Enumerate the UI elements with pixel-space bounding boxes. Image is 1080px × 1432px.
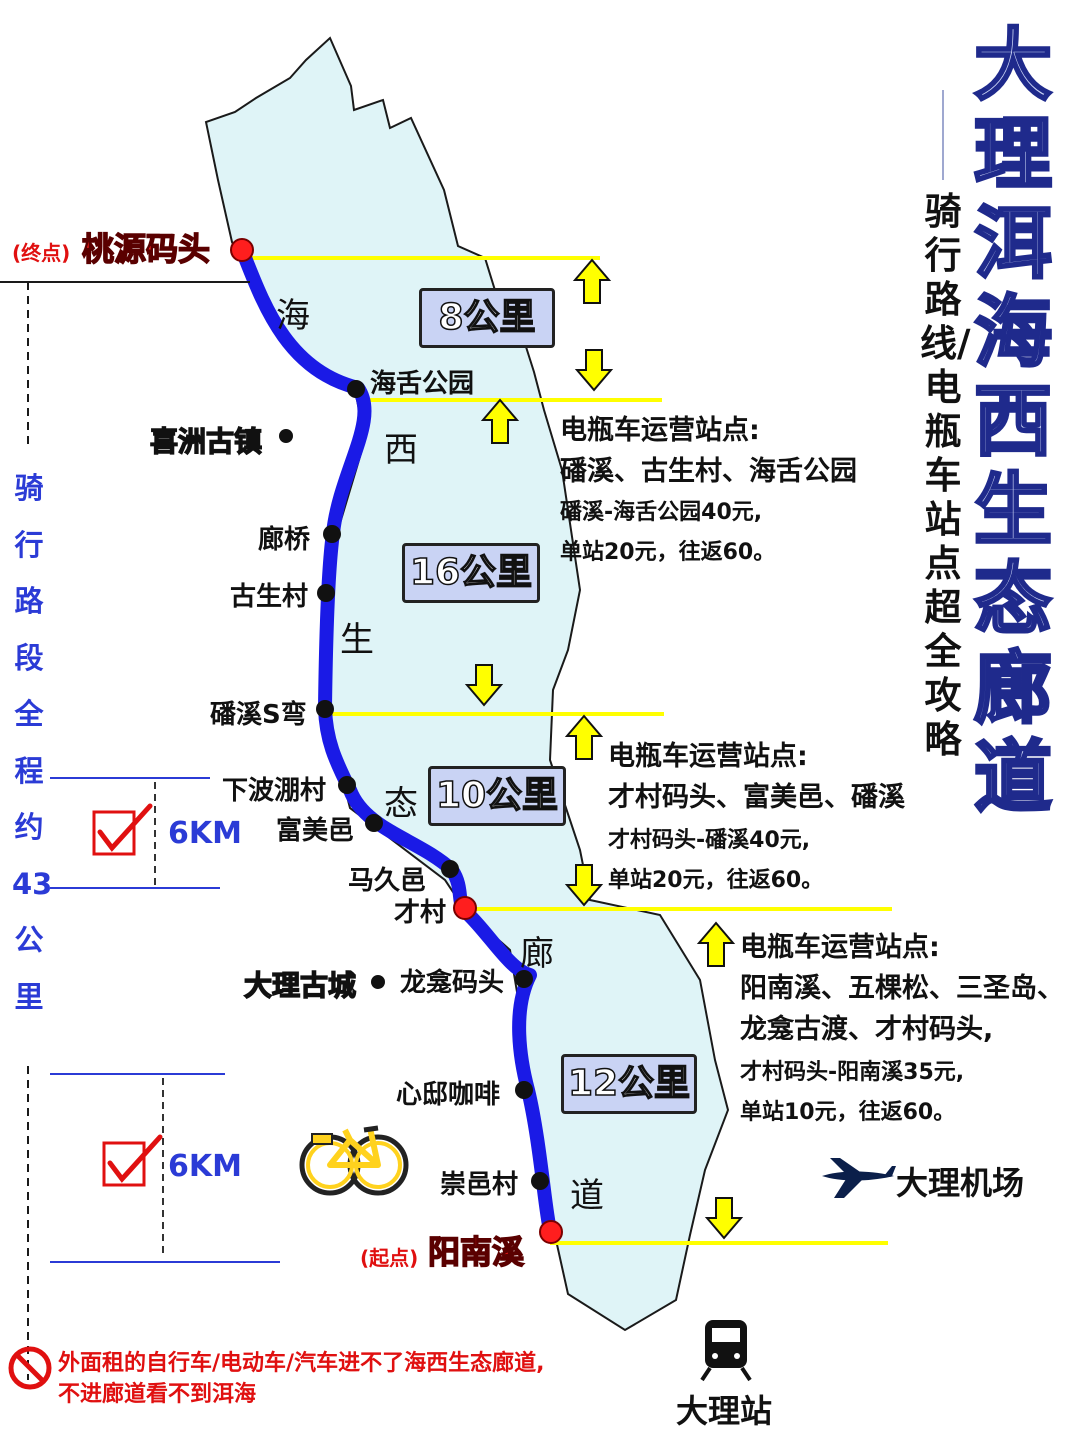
dot-xiabo (338, 776, 356, 794)
segment-guide-lines (242, 256, 892, 1245)
km-mark: 6KM (168, 816, 242, 851)
start-point-name: 阳南溪 (427, 1232, 525, 1271)
airplane-icon (822, 1158, 896, 1198)
arrow-down-icon (464, 664, 504, 707)
arrow-up-icon (564, 714, 604, 760)
bicycle-icon (299, 1125, 409, 1196)
dot-longkan (515, 970, 533, 988)
page-subtitle: 骑行路线/电瓶车站点超全攻略 (920, 190, 971, 761)
corridor-char: 态 (384, 784, 418, 824)
info-price: 磻溪-海舌公园40元, (560, 500, 763, 525)
landmark-station: 大理站 (676, 1392, 773, 1430)
dot-taoyuan (230, 238, 254, 262)
distance-badge: 12公里 (561, 1054, 697, 1114)
dot-majiuyi (441, 860, 459, 878)
landmark-xizhou: 喜洲古镇 (149, 424, 263, 458)
stop-chongyi: 崇邑村 (440, 1170, 519, 1200)
warning-line-2: 不进廊道看不到洱海 (58, 1382, 257, 1407)
dot-xindi (515, 1081, 533, 1099)
arrow-up-icon (696, 921, 736, 967)
check-icon (92, 803, 153, 856)
landmark-gucheng: 大理古城 (243, 968, 357, 1002)
corridor-char: 道 (570, 1176, 604, 1216)
info-note: 单站10元，往返60。 (740, 1100, 956, 1125)
end-point-name: 桃源码头 (81, 229, 211, 268)
info-price: 才村码头-磻溪40元, (608, 828, 811, 853)
side-brackets (0, 281, 250, 1380)
endpoint-dots (230, 238, 563, 1244)
dot-gusheng (317, 584, 335, 602)
km-brackets (50, 777, 280, 1263)
dot-xizhou (279, 429, 293, 443)
warning-line-1: 外面租的自行车/电动车/汽车进不了海西生态廊道, (58, 1351, 545, 1376)
info-price: 才村码头-阳南溪35元, (740, 1060, 965, 1085)
info-stations: 才村码头、富美邑、磻溪 (608, 782, 905, 813)
dot-fumeiyi (365, 814, 383, 832)
arrows (464, 258, 744, 1240)
arrow-up-icon (480, 398, 520, 444)
arrow-down-icon (564, 864, 604, 907)
dot-haishe (347, 380, 365, 398)
start-tag: (起点) (360, 1246, 419, 1270)
dot-panxi (316, 700, 334, 718)
dot-yangnanxi (539, 1220, 563, 1244)
title-divider (942, 90, 944, 180)
dot-caicun (453, 896, 477, 920)
train-icon (700, 1320, 752, 1382)
stop-longkan: 龙龛码头 (400, 968, 505, 998)
stop-dots (279, 380, 549, 1190)
corridor-char: 廊 (520, 934, 554, 974)
arrow-down-icon (574, 349, 614, 392)
check-icon (102, 1134, 163, 1187)
dot-langqiao (323, 525, 341, 543)
distance-badge: 8公里 (419, 288, 555, 348)
prohibited-icon (8, 1346, 52, 1390)
stop-xiabo: 下波淜村 (222, 776, 327, 806)
corridor-char: 西 (384, 430, 418, 470)
arrow-up-icon (572, 258, 612, 304)
stop-panxi: 磻溪S弯 (210, 700, 307, 730)
route-length-label: 骑行路段全程约43公里 (12, 471, 53, 1014)
cycling-route (235, 243, 557, 1237)
landmark-airport: 大理机场 (896, 1164, 1025, 1202)
info-note: 单站20元，往返60。 (560, 540, 776, 565)
dot-chongyi (531, 1172, 549, 1190)
info-heading: 电瓶车运营站点: (560, 415, 760, 446)
stop-caicun: 才村 (394, 898, 447, 928)
info-stations-2: 龙龛古渡、才村码头, (740, 1014, 994, 1045)
stop-fumeiyi: 富美邑 (276, 816, 355, 846)
info-stations: 磻溪、古生村、海舌公园 (560, 456, 857, 487)
info-block-3: 电瓶车运营站点: 阳南溪、五棵松、三圣岛、 龙龛古渡、才村码头, 才村码头-阳南… (740, 925, 1064, 1126)
stop-majiuyi: 马久邑 (348, 866, 427, 896)
dot-gucheng (371, 975, 385, 989)
info-heading: 电瓶车运营站点: (740, 932, 940, 963)
info-block-2: 电瓶车运营站点: 才村码头、富美邑、磻溪 才村码头-磻溪40元, 单站20元，往… (608, 734, 905, 894)
distance-badge: 10公里 (428, 766, 566, 826)
info-heading: 电瓶车运营站点: (608, 741, 808, 772)
km-mark: 6KM (168, 1149, 242, 1184)
arrow-down-icon (704, 1197, 744, 1240)
page-title: 大理洱海西生态廊道 (972, 20, 1053, 824)
stop-langqiao: 廊桥 (258, 525, 311, 555)
info-note: 单站20元，往返60。 (608, 868, 824, 893)
info-stations: 阳南溪、五棵松、三圣岛、 (740, 973, 1064, 1004)
info-block-1: 电瓶车运营站点: 磻溪、古生村、海舌公园 磻溪-海舌公园40元, 单站20元，往… (560, 408, 857, 566)
distance-badge: 16公里 (402, 543, 540, 603)
corridor-char: 生 (340, 620, 374, 660)
stop-haishe: 海舌公园 (370, 369, 475, 399)
corridor-char: 海 (276, 296, 310, 336)
end-tag: (终点) (12, 241, 71, 265)
stop-gusheng: 古生村 (230, 582, 309, 612)
stop-xindi: 心邸咖啡 (396, 1080, 501, 1110)
